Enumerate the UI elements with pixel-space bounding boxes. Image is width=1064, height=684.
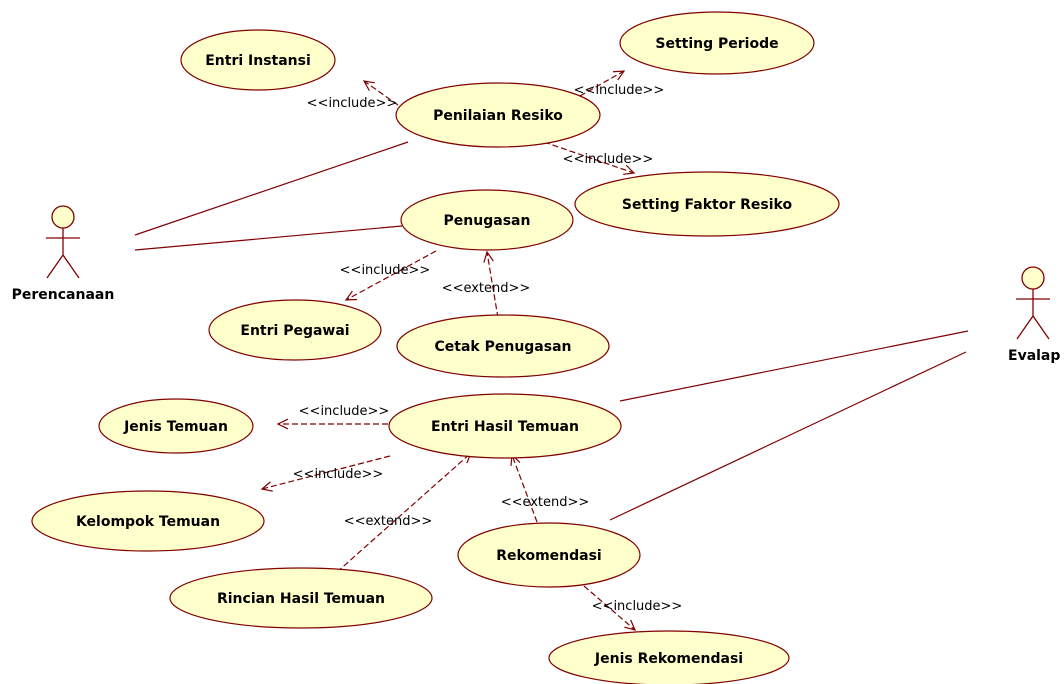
include-label: <<include>> [592,599,683,614]
include-relation-penugasan-entri-pegawai: <<include>> [340,250,437,301]
usecase-ellipse[interactable] [457,522,641,588]
usecase-label: Cetak Penugasan [435,339,572,355]
actor-right-leg [1032,315,1050,340]
usecase-entri-hasil-temuan[interactable]: Entri Hasil Temuan [388,393,622,459]
include-label: <<include>> [574,83,665,98]
usecase-ellipse[interactable] [619,11,815,75]
usecase-label: Setting Periode [655,36,778,52]
usecase-ellipse[interactable] [400,189,574,251]
arrowhead [612,70,626,81]
extend-label: <<extend>> [442,281,531,296]
usecase-setting-periode[interactable]: Setting Periode [619,11,815,75]
actor-stick-figure-icon [1016,266,1050,340]
usecase-label: Jenis Rekomendasi [594,651,743,667]
usecase-entri-pegawai[interactable]: Entri Pegawai [208,299,382,361]
usecase-label: Rekomendasi [496,548,601,564]
extend-relation-cetak-penugasan-penugasan: <<extend>> [442,250,531,319]
arrowhead [624,619,637,631]
include-line [363,80,399,106]
include-relation-entri-hasil-temuan-kelompok-temuan: <<include>> [260,455,391,492]
usecase-ellipse[interactable] [395,82,601,148]
usecase-ellipse[interactable] [31,490,265,552]
usecase-label: Entri Instansi [205,53,311,69]
arrowhead [344,290,358,301]
usecase-ellipse[interactable] [548,630,790,684]
usecase-label: Setting Faktor Resiko [622,197,793,213]
include-line [345,250,437,301]
arrowhead [483,250,494,263]
usecase-entri-instansi[interactable]: Entri Instansi [180,29,336,91]
actor-label: Evalap [1008,348,1060,364]
usecase-ellipse[interactable] [98,398,254,454]
include-relation-penilaian-resiko-setting-faktor-resiko: <<include>> [543,141,654,175]
usecase-cetak-penugasan[interactable]: Cetak Penugasan [396,314,610,378]
extend-line [336,452,472,573]
arrowhead [362,80,375,91]
usecase-rincian-hasil-temuan[interactable]: Rincian Hasil Temuan [169,567,433,629]
include-label: <<include>> [299,404,390,419]
usecase-ellipse[interactable] [180,29,336,91]
usecase-ellipse[interactable] [574,171,840,237]
actor-stick-figure-icon [46,205,80,279]
usecase-label: Entri Pegawai [240,323,349,339]
arrowhead [260,481,273,492]
actor-left-leg [46,254,64,279]
association-evalap-rekomendasi [609,351,967,521]
actor-label: Perencanaan [12,287,115,303]
usecase-setting-faktor-resiko[interactable]: Setting Faktor Resiko [574,171,840,237]
usecase-label: Penugasan [444,213,531,229]
include-label: <<include>> [340,263,431,278]
include-line [543,141,635,174]
include-label: <<include>> [307,96,398,111]
usecase-ellipse[interactable] [396,314,610,378]
usecase-label: Jenis Temuan [123,419,228,435]
usecase-label: Entri Hasil Temuan [431,419,579,435]
usecase-label: Rincian Hasil Temuan [217,591,385,607]
relations: <<include>> <<include>> <<include>> <<inclu… [260,70,683,631]
include-label: <<include>> [293,467,384,482]
usecase-penugasan[interactable]: Penugasan [400,189,574,251]
usecase-ellipse[interactable] [388,393,622,459]
usecase-jenis-rekomendasi[interactable]: Jenis Rekomendasi [548,630,790,684]
usecase-ellipse[interactable] [169,567,433,629]
usecase-ellipse[interactable] [208,299,382,361]
include-label: <<include>> [563,152,654,167]
usecase-kelompok-temuan[interactable]: Kelompok Temuan [31,490,265,552]
association-perencanaan-penilaian-resiko [134,141,409,236]
actor-head [51,205,75,229]
include-line [583,585,636,631]
extend-line [486,251,499,319]
association-perencanaan-penugasan [134,225,403,251]
actor-evalap[interactable]: Evalap [1008,266,1060,364]
include-relation-entri-hasil-temuan-jenis-temuan: <<include>> [276,404,390,430]
extend-label: <<extend>> [501,495,590,510]
usecase-rekomendasi[interactable]: Rekomendasi [457,522,641,588]
arrowhead [276,418,289,430]
include-line [261,455,391,490]
actor-head [1021,266,1045,290]
usecase-penilaian-resiko[interactable]: Penilaian Resiko [395,82,601,148]
actor-right-leg [62,254,80,279]
include-relation-penilaian-resiko-entri-instansi: <<include>> [307,80,399,111]
actor-left-leg [1016,315,1034,340]
extend-label: <<extend>> [344,514,433,529]
arrowhead [623,164,636,175]
include-relation-rekomendasi-jenis-rekomendasi: <<include>> [583,585,683,631]
extend-relation-rekomendasi-entri-hasil-temuan: <<extend>> [501,453,590,523]
extend-line [511,454,538,523]
associations [134,141,969,521]
association-evalap-entri-hasil-temuan [619,330,969,402]
usecase-jenis-temuan[interactable]: Jenis Temuan [98,398,254,454]
include-relation-penilaian-resiko-setting-periode: <<include>> [574,70,665,98]
actor-perencanaan[interactable]: Perencanaan [12,205,115,303]
usecase-label: Kelompok Temuan [76,514,220,530]
usecase-label: Penilaian Resiko [433,108,563,124]
